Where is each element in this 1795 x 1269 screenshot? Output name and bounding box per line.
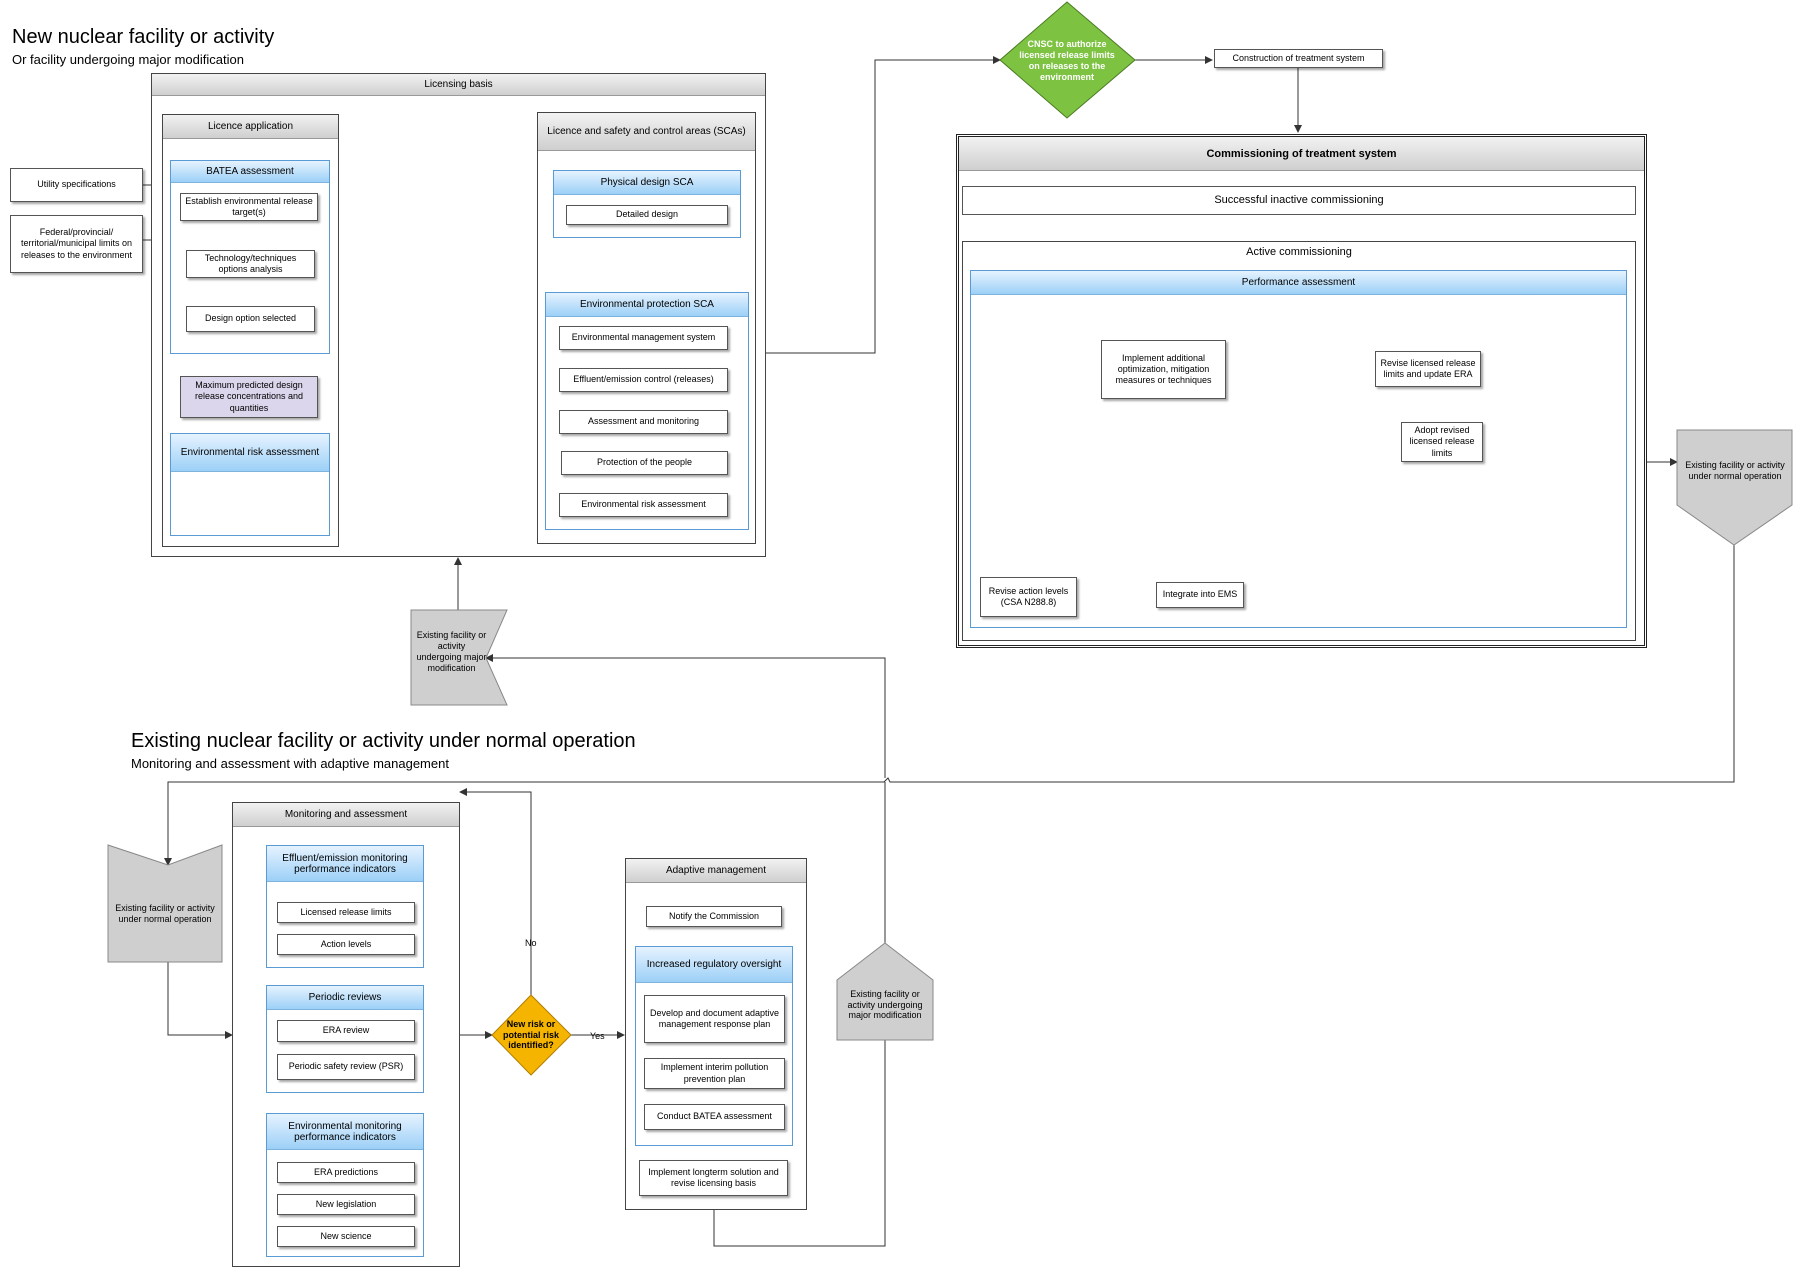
inactive-commissioning-box: Successful inactive commissioning — [962, 186, 1636, 215]
batea-doc-label: Documentation of BATEA assessment and re… — [372, 175, 483, 196]
psr-box: Periodic safety review (PSR) — [277, 1054, 415, 1080]
revise-action-levels-box: Revise action levels (CSA N288.8) — [980, 577, 1077, 617]
release-targets-label: Environmental release targets achieved? — [1172, 485, 1232, 518]
performance-assessment-frame: Performance assessment — [970, 270, 1627, 628]
licence-application-title: Licence application — [163, 115, 338, 139]
active-plan-label: Active commissioning plan — [369, 245, 486, 256]
regulatory-limits-box: Federal/provincial/ territorial/municipa… — [10, 215, 143, 273]
commissioning-report-label: Commissioning report — [1320, 488, 1417, 499]
action-levels-label: Action levels appropriate? — [1004, 491, 1056, 512]
existing-operation-pentagon-top — [1676, 429, 1793, 546]
assessment-monitoring-box: Assessment and monitoring — [559, 410, 728, 434]
active-commissioning-title: Active commissioning — [1246, 246, 1352, 259]
physical-design-frame: Physical design SCA — [553, 170, 741, 238]
batea-step-2: Technology/techniques options analysis — [186, 250, 315, 278]
interim-plan-box: Implement interim pollution prevention p… — [644, 1058, 785, 1089]
control-measures-label: Additional control measure(s) successful… — [1252, 354, 1322, 386]
existing-modification-pentagon-bottom — [836, 942, 934, 1041]
notify-commission-box: Notify the Commission — [646, 906, 782, 927]
bottom-section-title: Existing nuclear facility or activity un… — [131, 730, 636, 752]
existing-modification-middle-label: Existing facility or activity undergoing… — [416, 630, 487, 673]
existing-operation-top-label: Existing facility or activity under norm… — [1685, 460, 1785, 481]
release-limits-label: Proposed licensed release limits on rele… — [370, 395, 485, 428]
physical-design-title: Physical design SCA — [554, 171, 740, 195]
label-yes: Yes — [590, 1031, 605, 1041]
periodic-reviews-title: Periodic reviews — [267, 986, 423, 1010]
era-predictions-box: ERA predictions — [277, 1162, 415, 1183]
era-predictions-label: Environmental risk assessment prediction… — [198, 489, 302, 511]
existing-modification-bottom-label: Existing facility or activity undergoing… — [847, 988, 923, 1021]
licensing-basis-title: Licensing basis — [152, 74, 765, 96]
batea-assessment-title: BATEA assessment — [171, 161, 329, 183]
licensed-limits-label: Licensed release limits met? — [995, 359, 1065, 380]
label-no: No — [525, 938, 537, 948]
unreasonable-risk-label: Unreasonable risk to human health or the… — [1539, 348, 1597, 391]
effluent-control-box: Effluent/emission control (releases) — [559, 368, 728, 392]
top-section-subtitle: Or facility undergoing major modificatio… — [12, 52, 244, 67]
sca-era-box: Environmental risk assessment — [559, 493, 728, 517]
revise-limits-box: Revise licensed release limits and updat… — [1375, 351, 1481, 387]
new-science-box: New science — [277, 1226, 415, 1247]
new-risk-label: New risk or potential risk identified? — [502, 1018, 559, 1051]
adaptive-title: Adaptive management — [626, 859, 806, 883]
era-review-box: ERA review — [277, 1020, 415, 1042]
ems-box: Environmental management system — [559, 326, 728, 350]
existing-operation-pentagon-bottom — [107, 844, 223, 963]
existing-operation-bottom-label: Existing facility or activity under norm… — [115, 903, 215, 924]
performance-assessment-title: Performance assessment — [971, 271, 1626, 295]
era-frame: Environmental risk assessment — [170, 433, 330, 536]
monitoring-title: Monitoring and assessment — [233, 803, 459, 827]
effluent-indicators-title: Effluent/emission monitoring performance… — [267, 846, 423, 882]
integrate-ems-box: Integrate into EMS — [1156, 582, 1244, 608]
conduct-batea-box: Conduct BATEA assessment — [644, 1104, 785, 1130]
batea-step-3: Design option selected — [186, 306, 315, 332]
cnsc-decision-diamond — [999, 1, 1136, 119]
envmon-title: Environmental monitoring performance ind… — [267, 1114, 423, 1150]
protection-people-box: Protection of the people — [561, 451, 728, 475]
bottom-section-subtitle: Monitoring and assessment with adaptive … — [131, 756, 449, 771]
action-levels-box: Action levels — [277, 934, 415, 955]
new-risk-decision — [491, 994, 572, 1076]
response-plan-box: Develop and document adaptive management… — [644, 995, 785, 1043]
max-predicted-box: Maximum predicted design release concent… — [180, 376, 318, 418]
utility-specifications-box: Utility specifications — [10, 168, 143, 202]
new-legislation-box: New legislation — [277, 1194, 415, 1215]
commissioning-title: Commissioning of treatment system — [959, 137, 1644, 171]
existing-modification-pentagon-middle — [410, 609, 508, 706]
action-levels-label: Proposed action levels (CSA N288.8) — [366, 321, 489, 342]
oversight-title: Increased regulatory oversight — [636, 947, 792, 983]
cnsc-decision-label: CNSC to authorize licensed release limit… — [1019, 39, 1115, 82]
batea-step-1: Establish environmental release target(s… — [180, 193, 318, 221]
longterm-solution-box: Implement longterm solution and revise l… — [639, 1160, 788, 1196]
adopt-limits-box: Adopt revised licensed release limits — [1401, 422, 1483, 462]
era-title: Environmental risk assessment — [171, 434, 329, 472]
environmental-protection-title: Environmental protection SCA — [546, 293, 748, 317]
scas-title: Licence and safety and control areas (SC… — [538, 113, 755, 151]
licensed-limits-box: Licensed release limits — [277, 902, 415, 923]
top-section-title: New nuclear facility or activity — [12, 26, 275, 48]
detailed-design-box: Detailed design — [566, 205, 728, 225]
construction-box: Construction of treatment system — [1214, 49, 1383, 68]
implement-optimization-box: Implement additional optimization, mitig… — [1101, 340, 1226, 399]
